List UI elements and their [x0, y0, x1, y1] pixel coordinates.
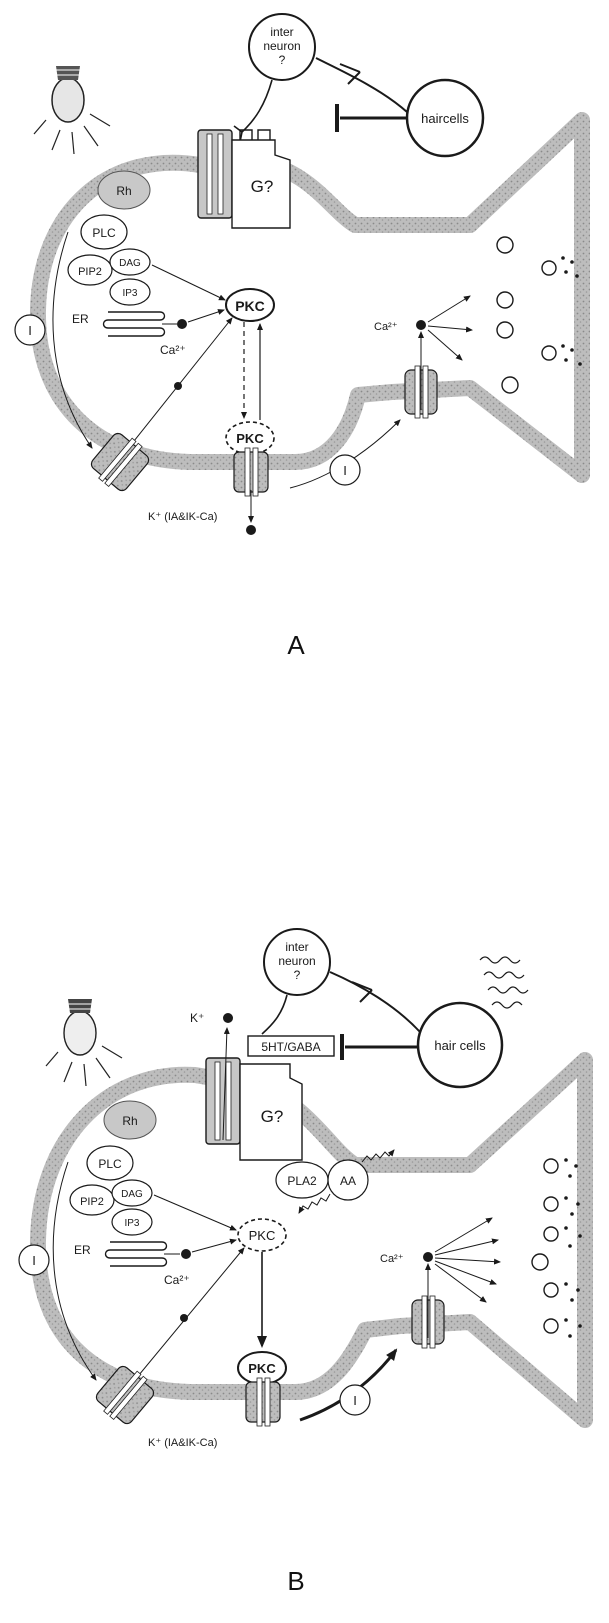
transmitter-box [247, 1035, 335, 1057]
aa-release-squiggle [361, 1149, 395, 1163]
rh-oval-b [103, 1100, 157, 1140]
plc-oval-b [86, 1145, 134, 1181]
dag-oval-b [111, 1179, 153, 1207]
ip3-oval [109, 278, 151, 306]
pkc-inactive-oval [237, 1218, 287, 1252]
er-membranes-b [104, 1241, 168, 1267]
dag-to-pkc-arrow [151, 264, 226, 301]
pip2-oval [67, 254, 113, 286]
g-protein-label-b: G? [261, 1107, 284, 1126]
ca-release-dot-b [181, 1249, 191, 1259]
ip3-label: IP3 [122, 288, 137, 299]
g-protein-shape [231, 139, 291, 229]
axon-current-circle-b [339, 1384, 371, 1416]
ca-terminal-label: Ca²⁺ [374, 321, 398, 333]
interneuron-axon-b [261, 994, 288, 1035]
haircells-circle-b [416, 1001, 504, 1089]
g-protein-label: G? [251, 177, 274, 196]
ca-terminal-dot [416, 320, 426, 330]
axon-current-label-b: I [353, 1393, 357, 1408]
synaptic-vesicles [496, 236, 557, 394]
rh-oval [97, 170, 151, 210]
k-top-label: K⁺ [190, 1011, 204, 1025]
ca-terminal-label-b: Ca²⁺ [380, 1253, 404, 1265]
interneuron-line-2: neuron [263, 39, 300, 53]
panel-b: inter neuron ? hair cells 5HT/GABA K⁺ G?… [18, 928, 593, 1596]
ip3-label-b: IP3 [124, 1218, 139, 1229]
panel-a-letter: A [287, 630, 305, 660]
pip2-oval-b [69, 1184, 115, 1216]
dag-oval [109, 248, 151, 276]
axon-current-circle [329, 454, 361, 486]
er-label: ER [72, 312, 89, 326]
pkc-membrane-label-b: PKC [248, 1361, 276, 1376]
k-channel-soma [233, 447, 269, 497]
released-transmitter [561, 256, 582, 366]
ca-terminal-dot-b [423, 1252, 433, 1262]
ip3-oval-b [111, 1208, 153, 1236]
synaptic-vesicles-b [531, 1158, 559, 1334]
pkc-inactive-label: PKC [249, 1228, 276, 1243]
soma-current-arrow [52, 231, 93, 449]
pip2-label: PIP2 [78, 266, 102, 278]
synapse-fork [339, 63, 361, 85]
interneuron-b-line-1: inter [285, 940, 308, 954]
interneuron-b-line-3: ? [294, 968, 301, 982]
interneuron-circle [248, 13, 316, 81]
light-bulb-icon-b [45, 999, 123, 1087]
dag-label-b: DAG [121, 1189, 143, 1200]
interneuron-line-1: inter [270, 25, 293, 39]
k-label-b: K⁺ (IA&IK-Ca) [148, 1437, 217, 1449]
plc-label: PLC [92, 226, 116, 240]
aa-circle [327, 1159, 369, 1201]
ca-soma-label: Ca²⁺ [160, 343, 186, 357]
ca-release-dot [177, 319, 187, 329]
dag-label: DAG [119, 258, 141, 269]
transmitter-label: 5HT/GABA [261, 1040, 320, 1054]
k-efflux-dot [246, 525, 256, 535]
aa-to-pkc-squiggle [298, 1193, 331, 1214]
pkc-active-label: PKC [235, 298, 265, 314]
haircell-synapse-b [329, 971, 421, 1033]
pkc-membrane-label: PKC [236, 431, 264, 446]
k-channel-soma-b [245, 1377, 281, 1427]
g-protein-shape-b [239, 1063, 303, 1161]
panel-b-letter: B [287, 1566, 304, 1596]
k-label: K⁺ (IA&IK-Ca) [148, 511, 217, 523]
haircell-synapse [315, 57, 408, 113]
interneuron-line-3: ? [279, 53, 286, 67]
soma-current-circle [14, 314, 46, 346]
pkc-active-oval [225, 288, 275, 322]
plc-label-b: PLC [98, 1157, 122, 1171]
released-transmitter-b [564, 1158, 582, 1338]
photoreceptor-membrane [29, 112, 590, 483]
soma-current-label: I [28, 323, 32, 338]
er-label-b: ER [74, 1243, 91, 1257]
haircells-label: haircells [421, 111, 469, 126]
soma-current-label-b: I [32, 1253, 36, 1268]
ca-channel-soma-b [95, 1365, 155, 1425]
haircells-label-b: hair cells [434, 1038, 486, 1053]
plc-oval [80, 214, 128, 250]
receptor-channel [197, 129, 233, 219]
axon-current-label: I [343, 463, 347, 478]
ca-channel-soma [90, 432, 150, 492]
rh-label-b: Rh [122, 1114, 137, 1128]
k-top-dot [223, 1013, 233, 1023]
light-bulb-icon [33, 66, 111, 155]
soma-current-circle-b [18, 1244, 50, 1276]
pla2-label: PLA2 [287, 1174, 317, 1188]
aa-label: AA [340, 1174, 356, 1188]
interneuron-circle-b [263, 928, 331, 996]
soma-current-arrow-b [52, 1161, 97, 1381]
er-membranes [102, 311, 166, 337]
panel-a: inter neuron ? haircells G? Rh PLC PIP2 … [14, 13, 590, 660]
rh-label: Rh [116, 184, 131, 198]
photoreceptor-membrane-b [29, 1052, 593, 1428]
pip2-label-b: PIP2 [80, 1196, 104, 1208]
wavy-stimulus [479, 956, 529, 1009]
interneuron-b-line-2: neuron [278, 954, 315, 968]
ca-soma-label-b: Ca²⁺ [164, 1273, 190, 1287]
